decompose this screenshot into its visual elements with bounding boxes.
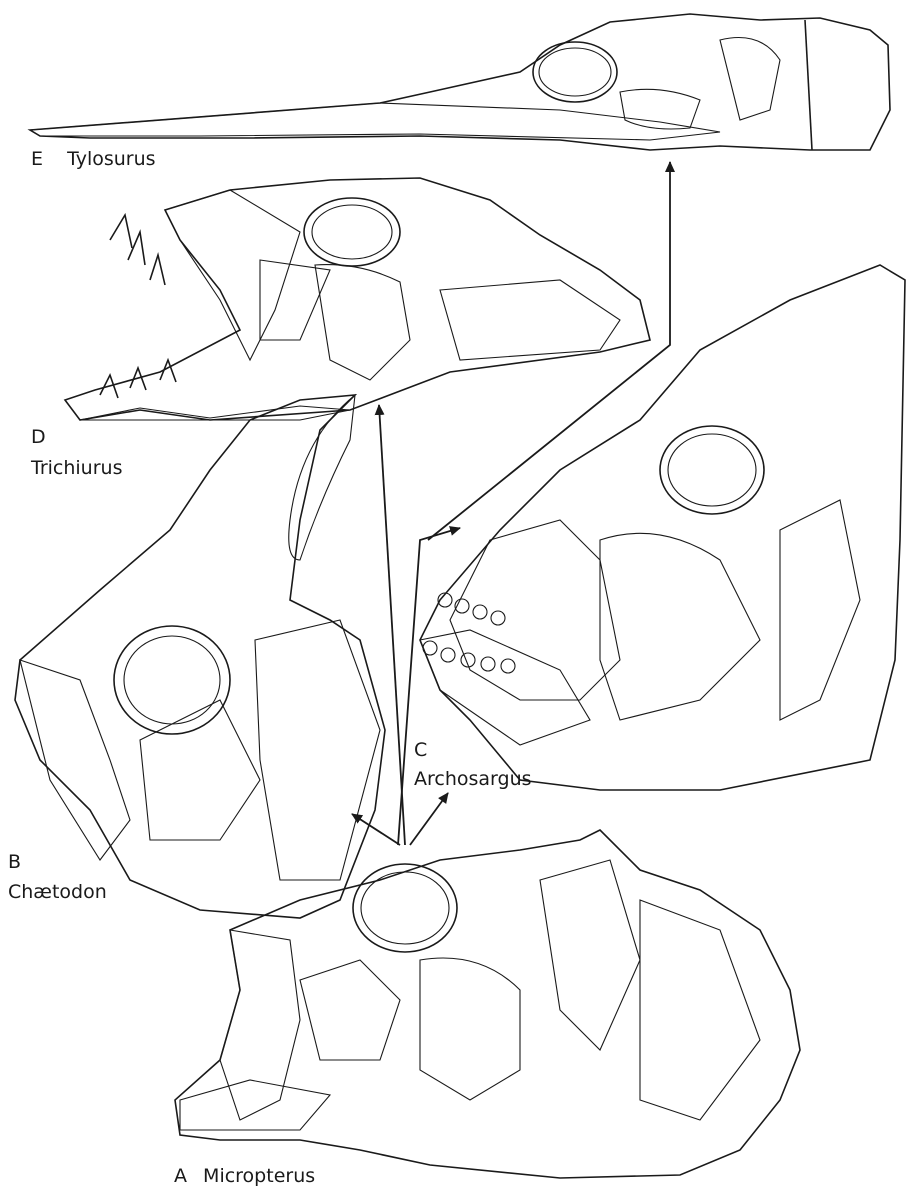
label-a: A Micropterus xyxy=(174,1167,315,1186)
label-a-genus: Micropterus xyxy=(203,1165,315,1187)
label-b-genus: Chætodon xyxy=(8,883,107,902)
label-b-letter: B xyxy=(8,853,21,872)
derivation-arrows xyxy=(352,162,670,845)
skull-tylosurus xyxy=(30,14,890,150)
arrow-to-trichiurus xyxy=(379,405,405,845)
label-e: E Tylosurus xyxy=(31,150,156,169)
label-d-genus: Trichiurus xyxy=(31,459,122,478)
label-c-genus: Archosargus xyxy=(414,770,532,789)
label-e-letter: E xyxy=(31,148,43,170)
arrow-to-archosargus-face xyxy=(398,528,460,845)
skull-archosargus xyxy=(420,265,905,790)
label-e-genus: Tylosurus xyxy=(67,148,156,170)
label-c-letter: C xyxy=(414,741,427,760)
skull-trichiurus xyxy=(65,178,650,420)
label-d-letter: D xyxy=(31,428,46,447)
arrow-to-chaetodon xyxy=(352,814,400,845)
skull-micropterus xyxy=(175,830,800,1178)
label-a-letter: A xyxy=(174,1165,187,1187)
arrow-to-archosargus xyxy=(410,793,448,845)
arrow-to-tylosurus xyxy=(428,162,670,540)
